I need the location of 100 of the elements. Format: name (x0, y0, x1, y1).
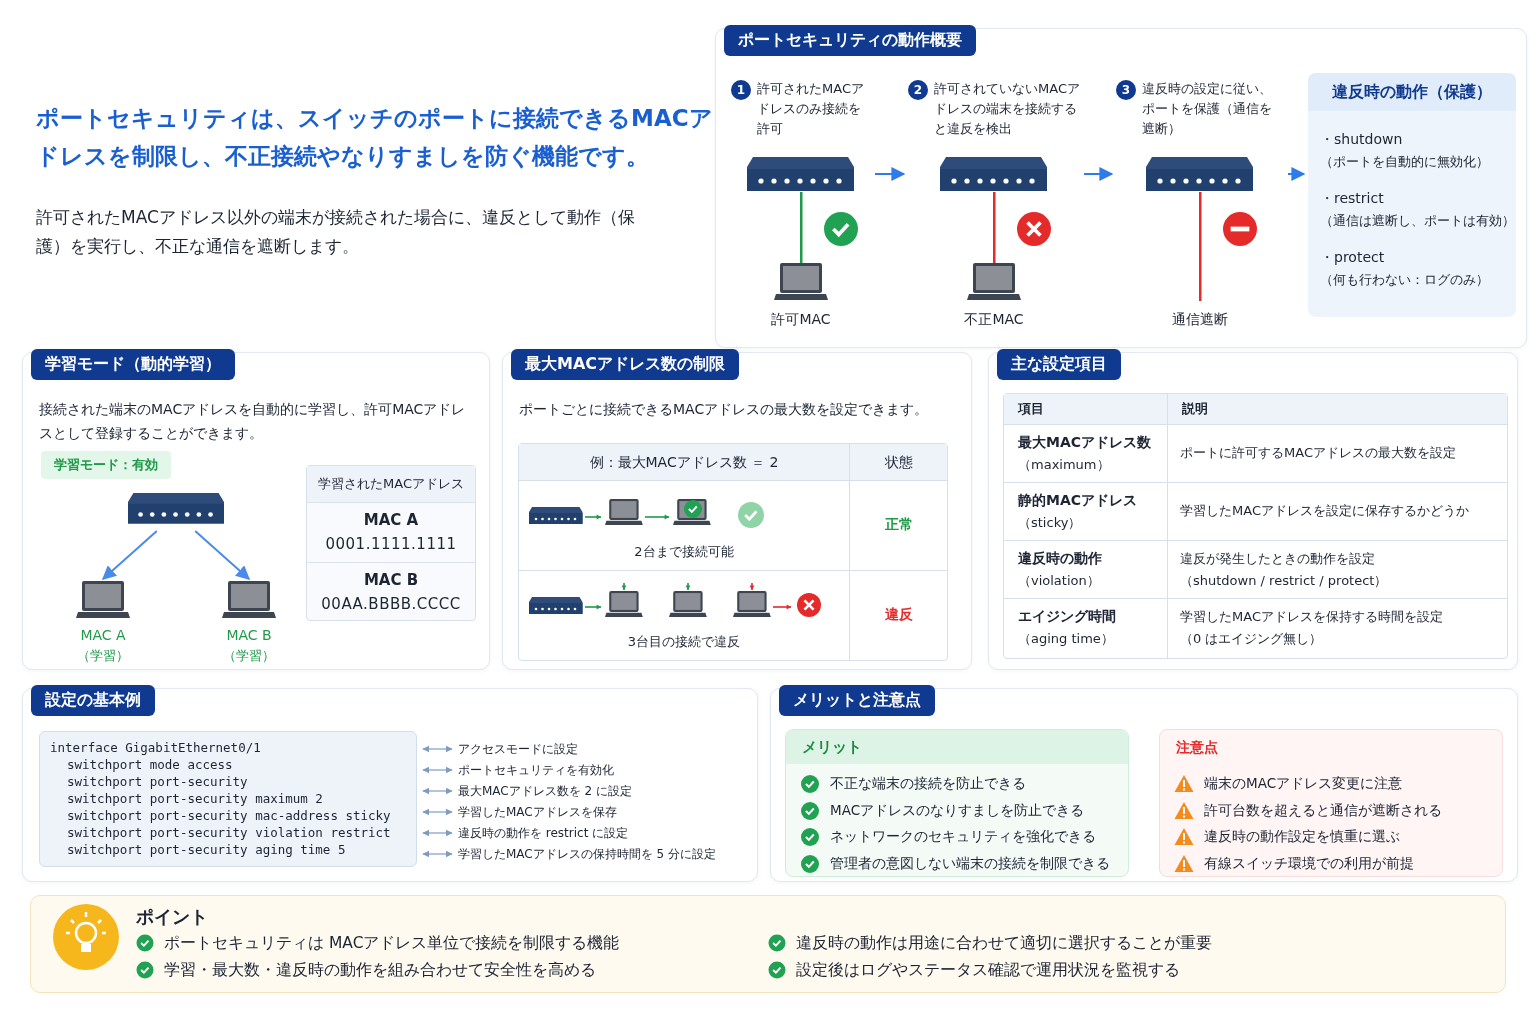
mac-name: MAC A (362, 511, 420, 529)
summary-point: 違反時の動作は用途に合わせて適切に選択することが重要 (796, 933, 1212, 954)
list-item: MACアドレスのなりすましを防止できる (830, 801, 1085, 820)
step-number-badge: 3 (1116, 80, 1136, 100)
list-item: 有線スイッチ環境での利用が前提 (1204, 854, 1414, 873)
item-description: 学習したMACアドレスを設定に保存するかどうか (1180, 502, 1469, 520)
code-line: switchport port-security (67, 774, 248, 789)
code-block (39, 731, 417, 867)
code-line: switchport mode access (67, 757, 233, 772)
item-note: （ポートを自動的に無効化） (1320, 153, 1489, 171)
status-text: 違反 (883, 606, 914, 624)
section-title: ポイント (136, 905, 208, 929)
item-keyword: （sticky） (1018, 514, 1082, 532)
item-note: （通信は遮断し、ポートは有効） (1320, 212, 1515, 230)
code-line: interface GigabitEthernet0/1 (50, 740, 261, 755)
list-item: ・shutdown (1320, 131, 1403, 149)
table-header: 説明 (1167, 394, 1507, 424)
item-description: 学習したMACアドレスを保持する時間を設定 (1180, 608, 1443, 626)
annotation-text: アクセスモードに設定 (458, 740, 578, 758)
step-number-badge: 1 (731, 80, 751, 100)
status-text: 正常 (883, 516, 914, 534)
headline: ポートセキュリティは、スイッチのポートに接続できるMACアドレスを制限し、不正接続やなりすましを防ぐ機能です。 (36, 104, 714, 171)
item-name: 静的MACアドレス (1018, 492, 1138, 510)
step-number-badge: 2 (908, 80, 928, 100)
item-description: 違反が発生したときの動作を設定 (1180, 550, 1375, 568)
table-header: 学習されたMACアドレス (307, 466, 475, 502)
table-row (1004, 424, 1507, 482)
double-arrow (422, 787, 453, 795)
table-row (1004, 540, 1507, 598)
description-text: ポートごとに接続できるMACアドレスの最大数を設定できます。 (519, 400, 930, 419)
double-arrow (422, 745, 453, 753)
double-arrow (422, 829, 453, 837)
table-row (1004, 598, 1507, 658)
info-card (785, 729, 1129, 877)
section-title: 設定の基本例 (31, 685, 155, 716)
summary-point: 設定後はログやステータス確認で運用状況を監視する (796, 960, 1180, 981)
data-table (306, 465, 476, 621)
code-line: switchport port-security violation restrict (67, 825, 391, 840)
annotation-text: 違反時の動作を restrict に設定 (458, 824, 629, 842)
description-text: 接続された端末のMACアドレスを自動的に学習し、許可MACアドレスとして登録することができます。 (39, 400, 467, 443)
section-title: 主な設定項目 (997, 349, 1121, 380)
list-item: 端末のMACアドレス変更に注意 (1204, 775, 1403, 793)
table-header: 例：最大MACアドレス数 ＝ 2 (519, 444, 849, 480)
list-item: ・restrict (1320, 190, 1384, 208)
item-note: （0 はエイジング無し） (1180, 630, 1323, 648)
list-item: 不正な端末の接続を防止できる (830, 775, 1026, 793)
annotation-text: 学習したMACアドレスを保存 (458, 803, 617, 821)
section-title: メリットと注意点 (779, 685, 935, 716)
table-row (519, 480, 947, 570)
mac-name: MAC B (362, 571, 420, 589)
status-badge: 学習モード：有効 (41, 451, 171, 479)
section-panel (770, 688, 1518, 882)
item-description: ポートに許可するMACアドレスの最大数を設定 (1180, 444, 1456, 462)
table-header: 項目 (1004, 394, 1167, 424)
panel-heading: メリット (786, 730, 1128, 764)
item-keyword: （aging time） (1018, 630, 1114, 648)
arrow (1287, 167, 1306, 181)
step-description: 許可されていないMACアドレスの端末を接続すると違反を検出 (934, 80, 1080, 138)
section-panel (22, 688, 758, 882)
code-line: switchport port-security aging time 5 (67, 842, 346, 857)
list-item: 管理者の意図しない端末の接続を制限できる (830, 854, 1110, 873)
intro-text: 許可されたMACアドレス以外の端末が接続された場合に、違反として動作（保護）を実行し、不正な通信を遮断します。 (36, 206, 636, 258)
section-panel (715, 28, 1527, 348)
section-panel (502, 352, 972, 670)
double-arrow (422, 850, 453, 858)
code-line: switchport port-security mac-address sticky (67, 808, 391, 823)
caption-text: 不正MAC (963, 311, 1025, 329)
step-description: 許可されたMACアドレスのみ接続を許可 (757, 80, 865, 138)
section-title: 学習モード（動的学習） (31, 349, 235, 380)
mac-address: 0001.1111.1111 (324, 535, 458, 553)
table-row (1004, 482, 1507, 540)
list-item: 違反時の動作設定を慎重に選ぶ (1204, 828, 1400, 846)
info-panel (1308, 73, 1516, 317)
arrow (874, 167, 906, 181)
summary-point: 学習・最大数・違反時の動作を組み合わせて安全性を高める (164, 960, 596, 981)
device-label: MAC A (79, 627, 127, 643)
section-title: 最大MACアドレス数の制限 (511, 349, 740, 380)
arrow (1083, 167, 1114, 181)
list-item: 許可台数を超えると通信が遮断される (1204, 801, 1442, 820)
section-panel (22, 352, 490, 670)
item-name: エイジング時間 (1018, 608, 1116, 626)
arrow (194, 530, 251, 580)
cell-text: 3台目の接続で違反 (626, 633, 742, 651)
device-label: MAC B (225, 627, 273, 643)
item-name: 違反時の動作 (1018, 550, 1102, 568)
double-arrow (422, 808, 453, 816)
annotation-text: ポートセキュリティを有効化 (458, 761, 614, 779)
data-table (518, 443, 948, 661)
device-note: （学習） (76, 647, 130, 665)
step-description: 違反時の設定に従い、ポートを保護（通信を遮断） (1142, 80, 1273, 138)
summary-point: ポートセキュリティは MACアドレス単位で接続を制限する機能 (164, 933, 620, 954)
annotation-text: 学習したMACアドレスの保持時間を 5 分に設定 (458, 845, 716, 863)
list-item: ・protect (1320, 249, 1385, 267)
item-note: （shutdown / restrict / protect） (1180, 572, 1388, 590)
caption-text: 許可MAC (770, 311, 832, 329)
list-item: ネットワークのセキュリティを強化できる (830, 828, 1096, 846)
table-row (519, 570, 947, 660)
item-note: （何も行わない：ログのみ） (1320, 271, 1489, 289)
device-note: （学習） (222, 647, 276, 665)
data-table (1003, 393, 1508, 659)
